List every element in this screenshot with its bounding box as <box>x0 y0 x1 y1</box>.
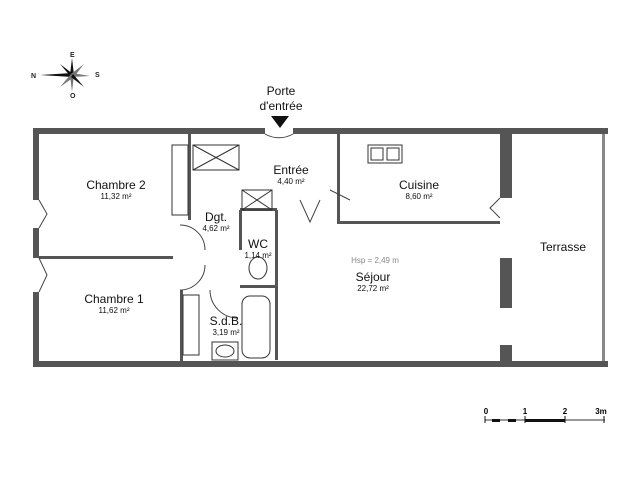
scale-tick-2: 2 <box>562 407 568 416</box>
entrance-arrow-icon <box>271 116 289 128</box>
room-name: Chambre 1 <box>84 292 144 306</box>
room-area: 8,60 m² <box>405 192 433 201</box>
compass-south: S <box>95 72 100 79</box>
room-name: Terrasse <box>539 240 587 254</box>
scale-tick-1: 1 <box>522 407 528 416</box>
walls <box>33 128 608 367</box>
room-area: 4,40 m² <box>277 177 305 186</box>
room-name: Séjour <box>355 270 391 284</box>
room-terrasse: Terrasse <box>540 240 586 254</box>
ceiling-height: Hsp = 2,49 m <box>351 256 399 265</box>
room-dgt: Dgt.4,62 m² <box>202 210 229 233</box>
entrance-label-line1: Porte <box>266 84 296 98</box>
room-area: 1,14 m² <box>244 251 272 260</box>
compass-north: N <box>31 73 37 80</box>
room-sdb: S.d.B.3,19 m² <box>210 314 243 337</box>
compass-rose-icon <box>40 58 90 92</box>
fixtures <box>211 144 403 361</box>
scale-bar-graphic <box>484 416 605 423</box>
closets <box>171 144 273 356</box>
scale-tick-0: 0 <box>483 407 489 416</box>
room-name: Cuisine <box>398 178 440 192</box>
room-area: 11,32 m² <box>100 192 132 201</box>
compass-west: O <box>70 93 76 100</box>
entrance-label: Porte d'entrée <box>260 84 303 114</box>
doors <box>38 133 501 319</box>
scale-tick-3: 3m <box>595 407 607 416</box>
room-area: 3,19 m² <box>212 328 240 337</box>
entrance-label-line2: d'entrée <box>259 99 303 113</box>
room-name: Dgt. <box>204 210 227 224</box>
room-area: 11,62 m² <box>98 306 130 315</box>
compass-east: E <box>70 52 75 59</box>
room-area: 22,72 m² <box>357 284 389 293</box>
room-name: WC <box>248 237 268 251</box>
room-name: Entrée <box>273 163 309 177</box>
room-name: S.d.B. <box>209 314 243 328</box>
room-name: Chambre 2 <box>86 178 146 192</box>
room-area: 4,62 m² <box>202 224 230 233</box>
